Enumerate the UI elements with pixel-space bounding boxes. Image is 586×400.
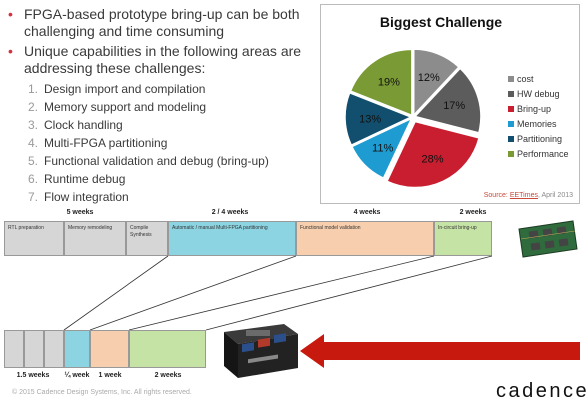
capability-item: 2. Memory support and modeling [28, 98, 322, 116]
legend-label: HW debug [517, 88, 560, 99]
phase-in-circuit-bring-up: In-circuit bring-up [434, 221, 492, 256]
bullet-text: Unique capabilities in the following are… [24, 43, 302, 76]
bottom-week-label: ¼ week [64, 372, 90, 379]
capability-item: 4. Multi-FPGA partitioning [28, 134, 322, 152]
legend-label: Memories [517, 118, 557, 129]
copyright-footer: © 2015 Cadence Design Systems, Inc. All … [12, 389, 192, 396]
pie-data-label: 12% [418, 72, 440, 84]
source-link[interactable]: EETimes [509, 192, 538, 199]
short-phase-compile [44, 330, 64, 368]
capability-number: 4. [28, 136, 39, 150]
capability-item: 1. Design import and compilation [28, 80, 322, 98]
legend-swatch [508, 120, 514, 127]
pie-slice-memories [350, 116, 414, 180]
pie-chart: 12% 17% 28% 11% 13% 19% [344, 48, 482, 189]
bottom-week-label: 1 week [98, 372, 122, 379]
legend-swatch [508, 150, 514, 157]
capability-text: Clock handling [44, 118, 123, 132]
chart-title: Biggest Challenge [379, 14, 503, 30]
week-label: 2 / 4 weeks [211, 209, 249, 216]
short-phase-bring-up [129, 330, 206, 368]
cadence-logo: cadence [496, 380, 586, 400]
prototyping-hardware-image [224, 324, 298, 378]
pie-data-label: 19% [378, 77, 400, 89]
bullet-item: • FPGA-based prototype bring-up can be b… [6, 6, 322, 40]
short-phase-rtl [4, 330, 24, 368]
fpga-board-image [518, 220, 578, 258]
capability-item: 7. Flow integration [28, 188, 322, 206]
capability-number: 7. [28, 190, 39, 204]
legend-entry: Memories [508, 116, 569, 131]
week-label: 5 weeks [66, 209, 94, 216]
capability-number: 6. [28, 172, 39, 186]
legend-label: cost [517, 73, 534, 84]
capability-number: 3. [28, 118, 39, 132]
source-label: Source: [483, 192, 508, 199]
week-label: 4 weeks [353, 209, 381, 216]
legend-swatch [508, 90, 514, 97]
bottom-week-label: 2 weeks [154, 372, 182, 379]
capability-number: 1. [28, 82, 39, 96]
legend-entry: Performance [508, 146, 569, 161]
short-phase-validation [90, 330, 129, 368]
bullet-marker: • [8, 6, 13, 22]
legend-entry: Partitioning [508, 131, 569, 146]
legend-swatch [508, 135, 514, 142]
phase-compile-synthesis: Compile Synthesis [126, 221, 168, 256]
bullet-text: FPGA-based prototype bring-up can be bot… [24, 6, 300, 39]
short-phase-partitioning [64, 330, 90, 368]
pie-data-label: 17% [443, 100, 465, 112]
capability-text: Design import and compilation [44, 82, 206, 96]
capability-number: 5. [28, 154, 39, 168]
short-phase-memory [24, 330, 44, 368]
capability-item: 6. Runtime debug [28, 170, 322, 188]
legend-label: Performance [517, 148, 569, 159]
bullet-item: • Unique capabilities in the following a… [6, 43, 322, 77]
pie-slice-performance [349, 48, 413, 117]
legend-entry: HW debug [508, 86, 569, 101]
legend-swatch [508, 75, 514, 82]
pie-data-label: 11% [372, 142, 393, 154]
capability-text: Functional validation and debug (bring-u… [44, 154, 269, 168]
capability-item: 5. Functional validation and debug (bring… [28, 152, 322, 170]
capability-text: Multi-FPGA partitioning [44, 136, 168, 150]
capability-list: 1. Design import and compilation 2. Memory… [28, 80, 322, 206]
phase-functional-model-validation: Functional model validation [296, 221, 434, 256]
chart-source: Source: EETimes, April 2013 [484, 192, 573, 199]
pie-slice-cost [412, 48, 460, 118]
legend-label: Bring-up [517, 103, 552, 114]
pie-slice-partitioning [344, 91, 413, 147]
pie-slice-hw-debug [413, 67, 482, 134]
week-label: 2 weeks [459, 209, 487, 216]
pie-slice-bring-up [386, 120, 480, 189]
pie-data-label: 13% [359, 113, 381, 125]
pie-chart-panel: Biggest Challenge 12% 17% 28% 11% 13% 19% cos… [320, 4, 580, 204]
legend-entry: cost [508, 71, 569, 86]
bullet-list: • FPGA-based prototype bring-up can be b… [6, 6, 322, 206]
phase-memory-remodeling: Memory remodeling [64, 221, 126, 256]
bullet-marker: • [8, 43, 13, 59]
legend-label: Partitioning [517, 133, 563, 144]
capability-text: Memory support and modeling [44, 100, 207, 114]
phase-rtl-preparation: RTL preparation [4, 221, 64, 256]
capability-text: Flow integration [44, 190, 129, 204]
pie-data-label: 28% [422, 154, 444, 166]
source-date: , April 2013 [537, 192, 573, 199]
phase-multi-fpga-partitioning: Automatic / manual Multi-FPGA partitioni… [168, 221, 296, 256]
legend-swatch [508, 105, 514, 112]
capability-text: Runtime debug [44, 172, 126, 186]
bottom-week-label: 1.5 weeks [16, 372, 50, 379]
legend-entry: Bring-up [508, 101, 569, 116]
capability-item: 3. Clock handling [28, 116, 322, 134]
reduction-arrow-icon [300, 334, 580, 368]
capability-number: 2. [28, 100, 39, 114]
